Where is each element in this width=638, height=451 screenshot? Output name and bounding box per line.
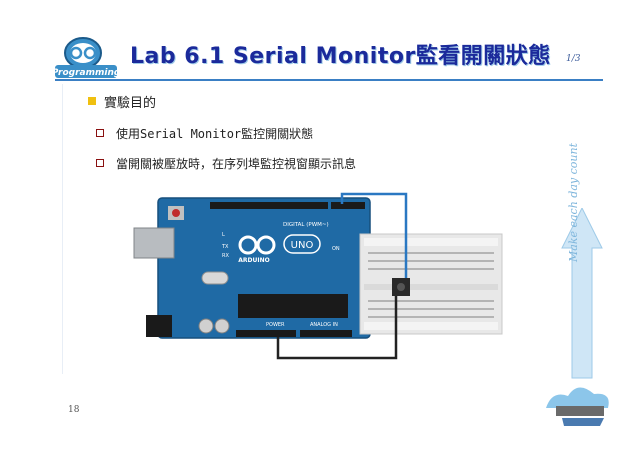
tx-label: TX: [221, 244, 229, 250]
rx-label: RX: [222, 253, 229, 259]
analog-label: ANALOG IN: [310, 322, 338, 328]
logo-text: Programming: [55, 68, 121, 78]
page-fraction: 1/3: [566, 54, 581, 64]
black-wire: [276, 296, 398, 360]
hollow-square-bullet-icon: [96, 129, 104, 137]
l-label: L: [222, 232, 225, 238]
bullet-sub-2: 當開關被壓放時，在序列埠監控視窗顯示訊息: [116, 157, 357, 171]
uno-label: UNO: [291, 240, 314, 251]
on-label: ON: [332, 246, 340, 252]
motto-arrow-icon: [546, 208, 609, 426]
blue-wire: [340, 192, 408, 278]
circuit-diagram: UNO ARDUINO DIGITAL (PWM~) L TX RX ON PO…: [133, 192, 503, 360]
left-divider: [62, 84, 63, 374]
side-motto: Make each day count: [567, 143, 580, 262]
programming-logo: Programming: [55, 37, 121, 78]
breadboard: [359, 233, 503, 335]
power-label: POWER: [266, 322, 285, 328]
hollow-square-bullet-icon: [96, 159, 104, 167]
arduino-board: UNO ARDUINO DIGITAL (PWM~) L TX RX ON PO…: [133, 197, 371, 339]
bullet-sub-1: 使用Serial Monitor監控開關狀態: [116, 127, 314, 141]
arduino-label: ARDUINO: [238, 257, 269, 264]
page-number: 18: [68, 405, 80, 415]
square-bullet-icon: [88, 97, 96, 105]
bullet-main: 實驗目的: [104, 96, 157, 111]
title-rule: [55, 79, 603, 81]
slide-title: Lab 6.1 Serial Monitor監看開關狀態: [130, 44, 551, 69]
digital-label: DIGITAL (PWM~): [283, 222, 329, 228]
